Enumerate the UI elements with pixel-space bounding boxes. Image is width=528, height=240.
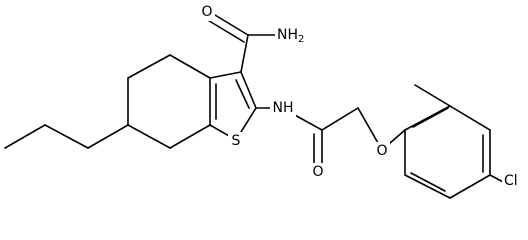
bond-aryl-methyl bbox=[414, 84, 451, 107]
carbonyl-oxygen-label: O bbox=[312, 164, 323, 180]
chlorine-label: Cl bbox=[504, 173, 518, 189]
bond-aryl-double-1 bbox=[412, 107, 449, 128]
bond-aryl-1 bbox=[404, 105, 451, 131]
bond-c3-c2-double bbox=[235, 79, 250, 109]
carbonyl-oxygen-knockout bbox=[310, 163, 326, 181]
bond-ring6-2 bbox=[127, 54, 171, 79]
thiophene-sulfur-knockout bbox=[228, 132, 244, 150]
atom-labels: O NH2 S NH O O Cl bbox=[199, 3, 524, 190]
amide-nh-knockout bbox=[270, 99, 296, 117]
bond-camide-o bbox=[209, 11, 249, 36]
amide-nh-label: NH bbox=[273, 100, 294, 116]
amide-nitrogen-label: NH2 bbox=[277, 27, 304, 45]
amide-nitrogen-knockout bbox=[275, 26, 315, 44]
bond-ring6-5 bbox=[169, 124, 211, 149]
bond-aryl-2 bbox=[449, 105, 491, 131]
bond-aryl-5 bbox=[404, 174, 451, 199]
bond-cco-ch2 bbox=[321, 107, 359, 131]
bond-c3-camide bbox=[240, 34, 249, 73]
bond-c3a-c3 bbox=[209, 71, 242, 79]
bond-ring6-3 bbox=[169, 54, 211, 79]
chemical-structure-diagram: O NH2 S NH O O Cl bbox=[4, 3, 524, 199]
amide-oxygen-label: O bbox=[201, 4, 212, 20]
ether-oxygen-label: O bbox=[376, 143, 387, 159]
bond-aryl-4 bbox=[449, 174, 491, 199]
bond-propyl-1 bbox=[4, 124, 46, 149]
bond-c3-c2 bbox=[240, 71, 257, 109]
ether-oxygen-knockout bbox=[374, 142, 390, 160]
bond-propyl-3 bbox=[87, 124, 129, 149]
thiophene-sulfur-label: S bbox=[232, 133, 241, 149]
bond-aryl-double-3 bbox=[410, 172, 446, 192]
bond-camide-o-double bbox=[205, 18, 245, 43]
bond-ring6-4 bbox=[127, 124, 171, 149]
chlorine-knockout bbox=[502, 172, 524, 190]
bond-propyl-2 bbox=[44, 124, 89, 149]
bonds bbox=[4, 11, 506, 199]
amide-oxygen-knockout bbox=[199, 3, 215, 21]
